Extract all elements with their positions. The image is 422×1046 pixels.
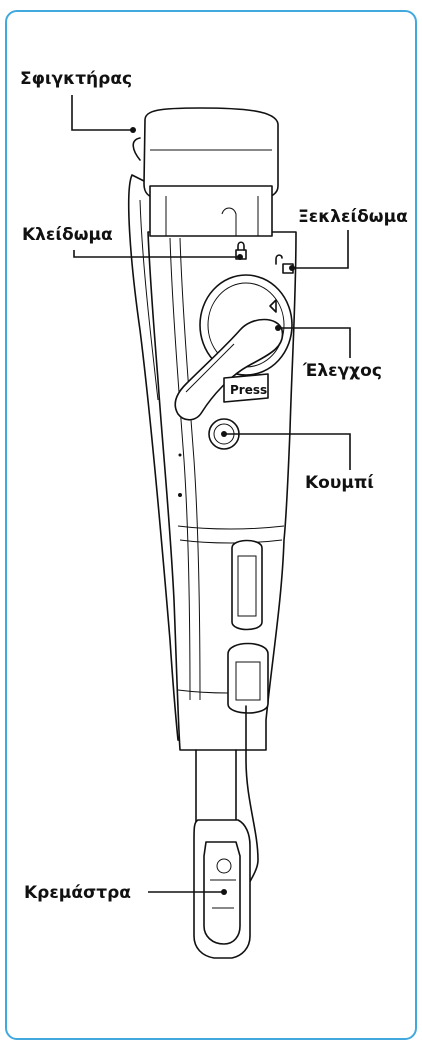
label-control: Έλεγχος (302, 361, 382, 381)
clamp (133, 108, 278, 236)
press-text: Press (230, 383, 267, 397)
leader-clamp (72, 95, 136, 133)
label-hanger: Κρεμάστρα (24, 883, 131, 903)
label-clamp: Σφιγκτήρας (20, 69, 132, 89)
leader-unlock (289, 230, 348, 271)
label-button: Κουμπί (305, 473, 374, 493)
device-body (129, 175, 296, 750)
press-plate: Press (224, 374, 268, 402)
label-lock: Κλείδωμα (22, 225, 113, 245)
label-unlock: Ξεκλείδωμα (298, 207, 408, 227)
